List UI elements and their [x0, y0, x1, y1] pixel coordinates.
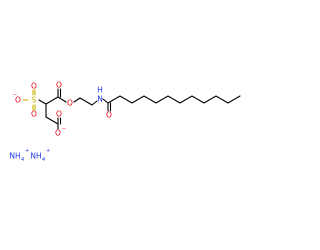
atom-o-amide: O	[106, 111, 112, 120]
atom-labels: O − S O O O O N H O O O −	[13, 81, 112, 138]
atom-sulfur: S	[32, 96, 37, 105]
bond-ch2b-n	[91, 100, 98, 106]
charge-sulfonate: −	[13, 92, 17, 98]
atom-nitrogen: N	[97, 95, 103, 104]
bond-c2-c1	[45, 96, 59, 105]
bond-alkyl-chain	[107, 95, 241, 104]
bond-n-amide-c	[102, 98, 109, 104]
bond-s-c2	[38, 99, 47, 105]
counterion-1-count: 4	[21, 157, 24, 163]
counterions: NH 4 + NH 4 +	[9, 148, 50, 163]
counterion-1-charge: +	[25, 148, 29, 154]
bond-o-ch2a	[73, 97, 81, 103]
counterion-1-symbol: NH	[9, 152, 20, 161]
counterion-2-charge: +	[46, 148, 50, 154]
counterion-2-symbol: NH	[30, 152, 41, 161]
atom-n-hydrogen: H	[97, 86, 103, 95]
atom-o-sulfonate-top: O	[31, 82, 37, 91]
chemical-structure: O − S O O O O N H O O O − NH 4 + NH 4 +	[9, 81, 241, 163]
bond-layer	[22, 88, 241, 130]
bond-c1-o-link	[57, 96, 67, 103]
atom-o-ester-carbonyl: O	[56, 81, 62, 90]
bond-ch2a-ch2b	[79, 97, 93, 106]
bond-ch2-carboxyl-c	[45, 116, 59, 125]
atom-o-sulfonate-left: O	[15, 96, 21, 105]
atom-o-carboxylate-top: O	[56, 110, 62, 119]
atom-o-carboxylate-bottom: O	[55, 129, 61, 138]
atom-o-ester-link: O	[67, 99, 73, 108]
charge-carboxylate: −	[62, 126, 66, 132]
counterion-2-count: 4	[42, 157, 45, 163]
atom-o-sulfonate-bottom: O	[31, 110, 37, 119]
